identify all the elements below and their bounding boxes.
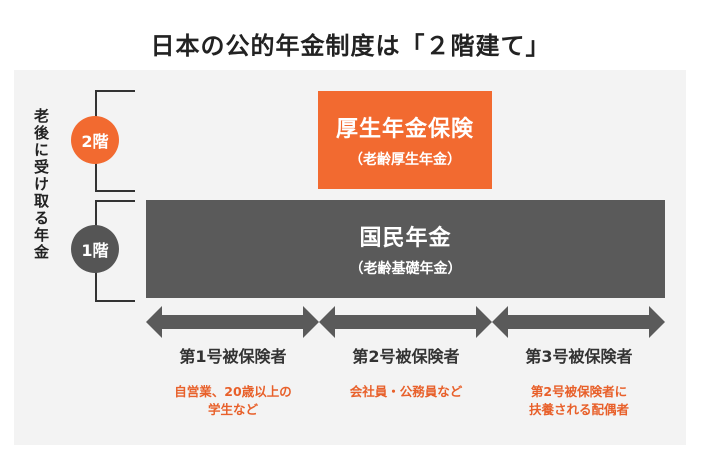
category-second-insured: 第2号被保険者 会社員・公務員など xyxy=(319,343,493,401)
badge-second-floor: 2階 xyxy=(71,116,119,164)
category-first-insured: 第1号被保険者 自営業、20歳以上の 学生など xyxy=(146,343,320,419)
page-title: 日本の公的年金制度は「２階建て」 xyxy=(150,32,551,60)
category-desc-line: 第2号被保険者に xyxy=(530,384,628,399)
badge-first-floor: 1階 xyxy=(71,225,119,273)
category-name: 第3号被保険者 xyxy=(525,347,633,366)
category-desc: 自営業、20歳以上の 学生など xyxy=(146,383,320,419)
category-desc: 第2号被保険者に 扶養される配偶者 xyxy=(492,383,666,419)
category-desc-line: 会社員・公務員など xyxy=(349,384,463,399)
category-third-insured: 第3号被保険者 第2号被保険者に 扶養される配偶者 xyxy=(492,343,666,419)
double-arrow-icon-2 xyxy=(319,306,492,338)
kokumin-nenkin-box: 国民年金 （老齢基礎年金） xyxy=(146,200,665,298)
category-desc-line: 扶養される配偶者 xyxy=(528,402,629,417)
coverage-arrows xyxy=(146,306,665,338)
kokumin-nenkin-sub: （老齢基礎年金） xyxy=(349,261,462,277)
category-desc: 会社員・公務員など xyxy=(319,383,493,401)
double-arrow-icon-3 xyxy=(492,306,665,338)
category-name: 第1号被保険者 xyxy=(179,347,287,366)
kosei-nenkin-name: 厚生年金保険 xyxy=(335,117,474,142)
side-label: 老後に受け取る年金 xyxy=(32,108,50,261)
category-name: 第2号被保険者 xyxy=(352,347,460,366)
double-arrow-icon-1 xyxy=(146,306,319,338)
category-desc-line: 学生など xyxy=(207,402,258,417)
kokumin-nenkin-name: 国民年金 xyxy=(359,226,452,251)
category-desc-line: 自営業、20歳以上の xyxy=(174,384,292,399)
kosei-nenkin-sub: （老齢厚生年金） xyxy=(349,152,461,168)
kosei-nenkin-box: 厚生年金保険 （老齢厚生年金） xyxy=(318,91,492,189)
